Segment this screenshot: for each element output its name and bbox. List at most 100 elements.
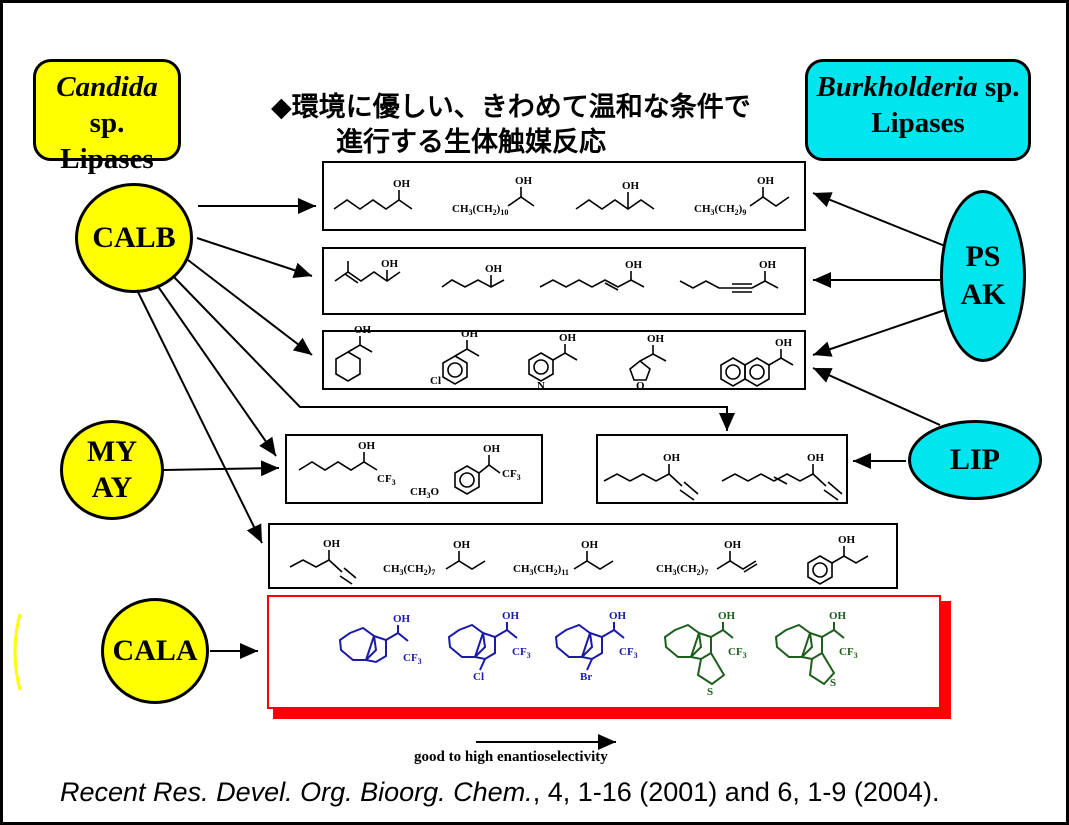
label-oh-14: OH <box>358 440 376 452</box>
label-ch-c: CH <box>383 563 400 575</box>
mol-3-tetradecanol <box>749 196 790 207</box>
label-sub-11: 11 <box>561 568 569 577</box>
label-s-az5: S <box>830 677 836 689</box>
label-oh-11: OH <box>559 332 577 344</box>
label-sub-3e: 3 <box>673 568 677 577</box>
label-sub-3b: 3 <box>711 208 715 217</box>
label-sub-9: 9 <box>742 208 746 217</box>
label-oh-20: OH <box>581 539 599 551</box>
label-ch3ch2-11: CH3(CH2)11 <box>513 563 569 577</box>
label-ch2: (CH <box>473 203 494 215</box>
mol-alkynol <box>679 280 779 289</box>
label-sub-7b: 7 <box>704 568 708 577</box>
label-oh-az5: OH <box>829 610 847 622</box>
label-cf-az4: CF <box>728 646 743 658</box>
label-oh-16: OH <box>663 452 681 464</box>
label-sub-2b: 2 <box>735 208 739 217</box>
psak-label-2: AK <box>960 278 1006 311</box>
label-ch3o-a: CH <box>410 486 427 498</box>
label-oh: OH <box>393 178 411 190</box>
label-sub-2d: 2 <box>554 568 558 577</box>
substrate-box-long-chain <box>268 523 898 589</box>
psak-ellipse: PS AK <box>940 190 1026 362</box>
label-ch3o-tail: O <box>431 486 440 498</box>
label-cf-az4-sub: 3 <box>743 651 747 660</box>
label-sub-2e: 2 <box>697 568 701 577</box>
label-ch3ch2-9: CH3(CH2)9 <box>694 203 746 217</box>
label-oh-17: OH <box>807 452 825 464</box>
candida-lipases-box: Candida sp. Lipases <box>33 59 181 175</box>
label-cf3-az4: CF3 <box>728 646 747 660</box>
label-cf3-az3: CF3 <box>619 646 638 660</box>
label-o: O <box>636 380 645 392</box>
citation-footer: Recent Res. Devel. Org. Bioorg. Chem., 4… <box>60 777 939 808</box>
mol-phenylbutanol <box>807 555 833 585</box>
headline-line-1: ◆環境に優しい、きわめて温和な条件で <box>271 92 751 123</box>
mol-furylethanol <box>629 359 651 381</box>
mol-2-octanol <box>333 199 413 210</box>
mol-hexynol <box>289 559 343 573</box>
burkholderia-lipases-box: Burkholderia sp. Lipases <box>805 59 1031 161</box>
label-ch2-c: (CH <box>404 563 425 575</box>
label-oh-13: OH <box>775 337 793 349</box>
label-cf3-az2: CF3 <box>512 646 531 660</box>
arrow-lip-to-aryl <box>812 367 941 426</box>
burkholderia-sp: sp. <box>977 71 1020 103</box>
arrow-myay-to-cf3 <box>163 460 280 477</box>
mol-cf3-methoxyphenyl <box>454 465 480 495</box>
label-cl-1: Cl <box>430 375 441 387</box>
label-oh-az1: OH <box>393 613 411 625</box>
label-oh-21: OH <box>724 539 742 551</box>
mol-octenol <box>539 279 645 288</box>
myay-label-1: MY <box>87 435 137 468</box>
arrow-calb-to-alkenols <box>196 237 313 278</box>
label-paren-d: ) <box>558 563 562 575</box>
label-oh-az2: OH <box>502 610 520 622</box>
label-oh-3: OH <box>622 180 640 192</box>
calb-circle: CALB <box>75 183 193 293</box>
label-ch3ch2-7: CH3(CH2)7 <box>383 563 435 577</box>
label-cf3-1: CF3 <box>377 473 396 487</box>
azulene-substrate-box <box>267 595 941 709</box>
label-oh-2: OH <box>515 175 533 187</box>
label-br-az: Br <box>580 671 592 683</box>
label-paren-c: ) <box>428 563 432 575</box>
calb-label: CALB <box>92 221 176 254</box>
label-cf-az5: CF <box>839 646 854 658</box>
arrow-psak-to-alkanols <box>812 192 946 247</box>
mol-octynol <box>603 473 683 487</box>
label-oh-8: OH <box>759 259 777 271</box>
label-sub-10: 10 <box>500 208 508 217</box>
mol-sulcatol <box>334 271 401 282</box>
label-sub-2: 2 <box>493 208 497 217</box>
candida-genus: Candida <box>56 71 158 103</box>
label-cf3-2: CF3 <box>502 468 521 482</box>
label-cf-b: CF <box>502 468 517 480</box>
mol-cyclohexylethanol <box>335 351 361 382</box>
label-cf3-az1: CF3 <box>403 652 422 666</box>
label-sub-3: 3 <box>469 208 473 217</box>
lip-ellipse: LIP <box>908 420 1042 500</box>
mol-2-tetradecanol <box>507 196 535 207</box>
arrow-calb-to-cf3 <box>156 284 277 457</box>
yellow-swoosh <box>13 613 22 691</box>
mol-cf3-heptanol <box>298 461 378 471</box>
label-s-az4: S <box>707 686 713 698</box>
mol-heptanol-long1 <box>445 560 486 570</box>
arrow-calb-to-longchain <box>136 289 263 544</box>
label-oh-10: OH <box>461 328 479 340</box>
mol-naphthylethanol <box>720 357 746 387</box>
myay-circle: MY AY <box>60 420 164 520</box>
label-oh-19: OH <box>453 539 471 551</box>
label-ch3ch2-10: CH3(CH2)10 <box>452 203 508 217</box>
label-oh-22: OH <box>838 534 856 546</box>
psak-label-1: PS <box>965 240 1001 273</box>
label-cf-az3-sub: 3 <box>634 651 638 660</box>
arrow-psak-to-aryl <box>812 309 946 357</box>
label-cf-az2-sub: 3 <box>527 651 531 660</box>
label-cf-sub: 3 <box>392 478 396 487</box>
label-oh-6: OH <box>485 263 503 275</box>
